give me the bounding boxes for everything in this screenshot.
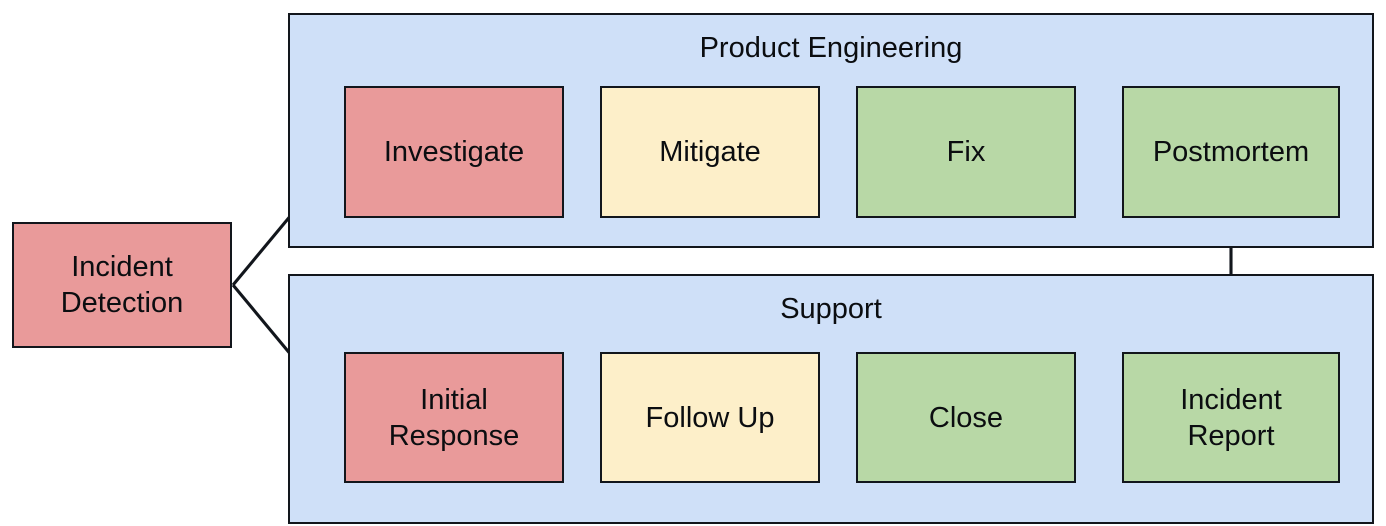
node-mitigate[interactable]: Mitigate [600, 86, 820, 218]
node-follow-up[interactable]: Follow Up [600, 352, 820, 483]
node-incident-detection-line1: Incident [71, 251, 173, 283]
node-investigate-label: Investigate [383, 136, 525, 168]
lane-support-title: Support [780, 293, 882, 325]
node-incident-detection-line2: Detection [60, 287, 184, 319]
node-mitigate-label: Mitigate [659, 136, 761, 168]
node-postmortem[interactable]: Postmortem [1122, 86, 1340, 218]
node-postmortem-label: Postmortem [1152, 136, 1310, 168]
node-incident-report-line2: Report [1187, 419, 1275, 452]
node-follow-up-label: Follow Up [645, 401, 775, 434]
node-initial-response-line2: Response [388, 419, 520, 452]
node-initial-response-line1: Initial [420, 383, 488, 416]
node-close-label: Close [928, 401, 1004, 434]
node-close[interactable]: Close [856, 352, 1076, 483]
node-fix[interactable]: Fix [856, 86, 1076, 218]
lane-product-engineering-title: Product Engineering [699, 32, 963, 64]
node-investigate[interactable]: Investigate [344, 86, 564, 218]
node-incident-report-line1: Incident [1180, 383, 1282, 416]
node-fix-label: Fix [946, 136, 986, 168]
